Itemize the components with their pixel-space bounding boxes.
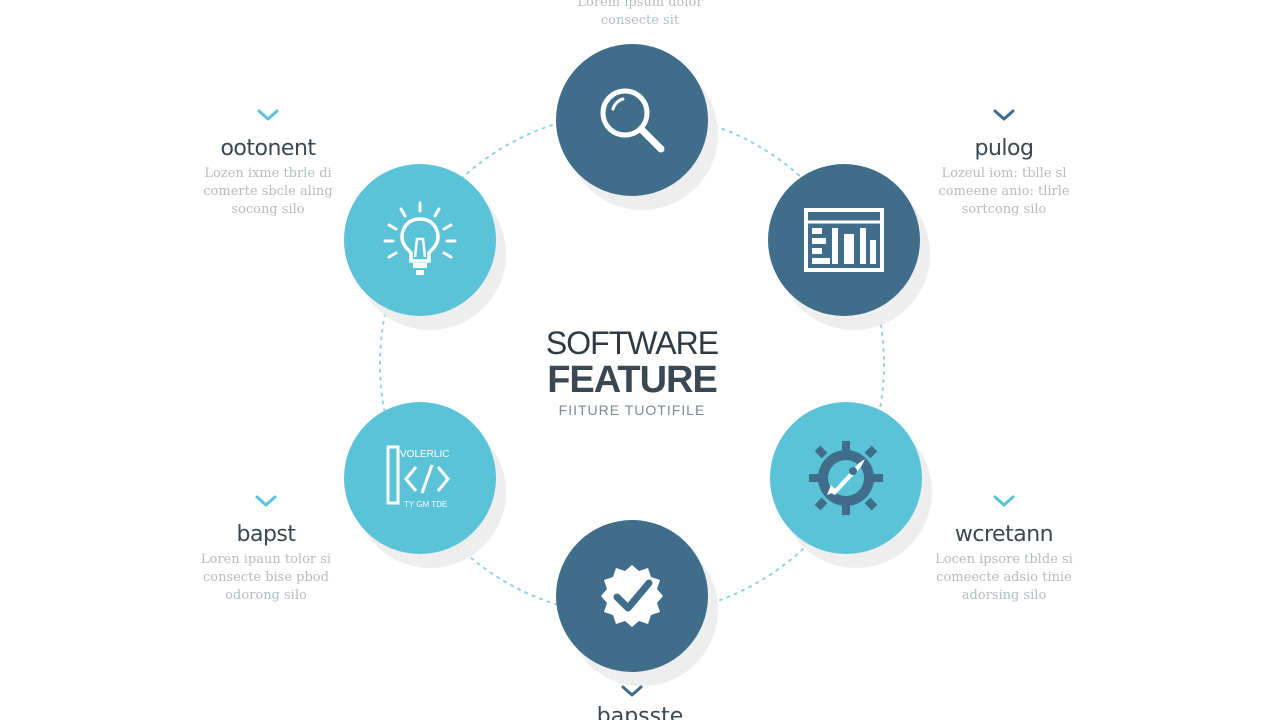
- center-title-line2: FEATURE: [547, 359, 718, 401]
- chevron-down-icon: [993, 495, 1015, 507]
- svg-text:TY GM TDE: TY GM TDE: [404, 500, 447, 509]
- label-left-bottom: bapst Loren ipaun tolor si consecte bise…: [176, 494, 356, 605]
- label-left-bottom-title: bapst: [236, 522, 297, 547]
- code-file-icon: VOLERLIC TY GM TDE: [386, 445, 450, 509]
- label-right-bottom-desc: Locen ipsore tblde si comeecte adsio tin…: [935, 552, 1073, 603]
- label-right-bottom-title: wcretann: [954, 522, 1054, 547]
- feature-node-code[interactable]: VOLERLIC TY GM TDE: [344, 402, 496, 554]
- label-left-top-title: ootonent: [220, 136, 316, 161]
- feature-node-idea[interactable]: [344, 164, 496, 316]
- lightbulb-icon: [383, 201, 457, 275]
- label-left-top: ootonent Lozen ixme tbrle di comerte sbc…: [178, 108, 358, 219]
- label-left-bottom-desc: Loren ipaun tolor si consecte bise pbod …: [200, 552, 332, 603]
- label-right-top: pulog Lozeul iom: tblle sl comeene anio:…: [914, 108, 1094, 219]
- chevron-down-icon: [993, 109, 1015, 121]
- check-badge-icon: [601, 565, 663, 627]
- feature-node-verify[interactable]: [556, 520, 708, 672]
- label-left-top-desc: Lozen ixme tbrle di comerte sbcle aling …: [203, 166, 333, 217]
- diagram-center-title: SOFTWARE FEATURE FIITURE TUOTIFILE: [500, 326, 764, 418]
- dashboard-icon: [804, 208, 884, 272]
- feature-node-deploy[interactable]: [770, 402, 922, 554]
- chevron-down-icon: [621, 685, 643, 697]
- feature-node-search[interactable]: [556, 44, 708, 196]
- top-item-description: Lorem ipsum dolor consecte sit: [577, 0, 703, 28]
- chevron-down-icon: [255, 495, 277, 507]
- label-right-top-title: pulog: [974, 136, 1034, 161]
- feature-node-dashboard[interactable]: [768, 164, 920, 316]
- center-title-line1: SOFTWARE: [545, 325, 719, 361]
- label-right-top-desc: Lozeul iom: tblle sl comeene anio: tlirl…: [938, 166, 1070, 217]
- search-icon: [600, 88, 665, 153]
- svg-text:VOLERLIC: VOLERLIC: [400, 449, 449, 460]
- rocket-gear-icon: [809, 441, 883, 515]
- label-bottom-title: bapsste: [596, 704, 684, 720]
- label-right-bottom: wcretann Locen ipsore tblde si comeecte …: [914, 494, 1094, 605]
- chevron-down-icon: [257, 109, 279, 121]
- center-subtitle: FIITURE TUOTIFILE: [558, 402, 706, 418]
